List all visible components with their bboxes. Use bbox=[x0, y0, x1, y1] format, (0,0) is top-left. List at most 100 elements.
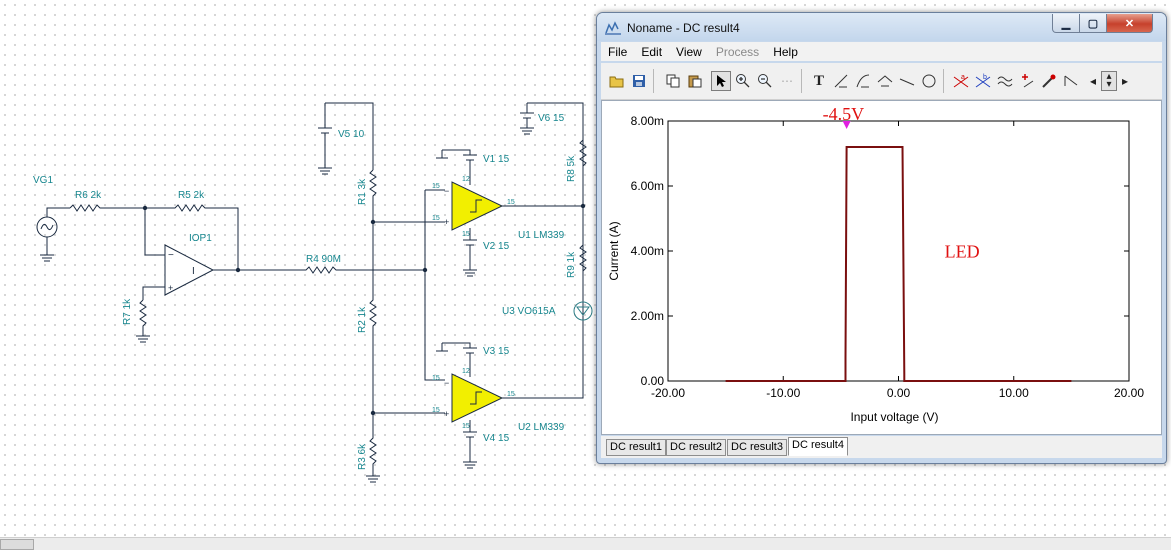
label-r4: R4 90M bbox=[306, 254, 341, 265]
menu-file[interactable]: File bbox=[608, 44, 628, 59]
cursor-a-icon: a bbox=[953, 74, 969, 88]
label-r9: R9 1k bbox=[566, 251, 577, 278]
minimize-button[interactable]: ▁ bbox=[1052, 14, 1080, 33]
svg-text:+: + bbox=[168, 283, 173, 293]
pin-label: 15 bbox=[432, 407, 440, 414]
pin-label: 15 bbox=[432, 375, 440, 382]
label-v6: V6 15 bbox=[538, 113, 565, 124]
pin-label: 15 bbox=[432, 215, 440, 222]
grid-icon: ⋯ bbox=[781, 74, 793, 88]
text-icon: T bbox=[813, 72, 824, 89]
scrollbar-thumb[interactable] bbox=[0, 539, 34, 550]
menu-help[interactable]: Help bbox=[773, 44, 798, 59]
line-icon bbox=[899, 78, 915, 86]
cursor-marker-icon[interactable] bbox=[842, 121, 851, 129]
op-amp-iop1-symbol bbox=[164, 244, 215, 296]
circle-button[interactable] bbox=[919, 71, 939, 91]
zoom-out-icon bbox=[758, 74, 772, 88]
y-tick-label: 6.00m bbox=[631, 179, 664, 193]
y-axis-label: Current (A) bbox=[607, 221, 621, 280]
nav-updown-icon: ▴▾ bbox=[1106, 71, 1112, 90]
marker-button[interactable] bbox=[1039, 71, 1059, 91]
svg-text:b: b bbox=[983, 74, 987, 81]
current-series-line bbox=[725, 146, 1072, 382]
label-v3: V3 15 bbox=[483, 346, 510, 357]
comparator-u2-symbol bbox=[451, 373, 504, 423]
nav-left-button[interactable]: ◂ bbox=[1087, 71, 1099, 91]
pin-label: 15 bbox=[507, 391, 515, 398]
comparator-u1-symbol bbox=[451, 181, 504, 231]
cursor-b-button[interactable]: b bbox=[973, 71, 993, 91]
wave-button[interactable] bbox=[995, 71, 1015, 91]
toolbar: ⋯ T a b ◂ ▴▾ ▸ bbox=[601, 63, 1162, 100]
minimize-icon: ▁ bbox=[1061, 17, 1071, 30]
copy-button[interactable] bbox=[663, 71, 683, 91]
zoom-in-button[interactable] bbox=[733, 71, 753, 91]
curve-edit-button[interactable] bbox=[853, 71, 873, 91]
menu-edit[interactable]: Edit bbox=[641, 44, 663, 59]
x-tick-label: 20.00 bbox=[1114, 386, 1144, 400]
menu-process: Process bbox=[715, 44, 760, 59]
nav-updown-button[interactable]: ▴▾ bbox=[1101, 71, 1117, 91]
annotation-led: LED bbox=[945, 242, 980, 262]
open-icon bbox=[609, 76, 624, 88]
annotation-threshold: -4.5V bbox=[823, 104, 865, 124]
fit-button[interactable] bbox=[875, 71, 895, 91]
horizontal-scrollbar[interactable] bbox=[0, 537, 1171, 550]
maximize-button[interactable]: ▢ bbox=[1079, 14, 1107, 33]
probe-button[interactable] bbox=[1017, 71, 1037, 91]
label-r1: R1 3k bbox=[357, 178, 368, 205]
label-r5: R5 2k bbox=[178, 190, 205, 201]
grid-button[interactable]: ⋯ bbox=[777, 71, 797, 91]
label-r3: R3 6k bbox=[357, 443, 368, 470]
label-r2: R2 1k bbox=[357, 306, 368, 333]
result-tabs: DC result1 DC result2 DC result3 DC resu… bbox=[601, 436, 1162, 458]
title-bar[interactable]: Noname - DC result4 ▁ ▢ ✕ bbox=[597, 13, 1166, 41]
angle-button[interactable] bbox=[1061, 71, 1081, 91]
label-v2: V2 15 bbox=[483, 241, 510, 252]
line-button[interactable] bbox=[897, 71, 917, 91]
menu-view[interactable]: View bbox=[676, 44, 702, 59]
open-button[interactable] bbox=[607, 71, 627, 91]
y-tick-label: 2.00m bbox=[631, 309, 664, 323]
curve-button[interactable] bbox=[831, 71, 851, 91]
paste-button[interactable] bbox=[685, 71, 705, 91]
svg-text:−: − bbox=[444, 378, 449, 388]
svg-text:−: − bbox=[444, 186, 449, 196]
cursor-a-button[interactable]: a bbox=[951, 71, 971, 91]
label-iop1: IOP1 bbox=[189, 233, 212, 244]
save-icon bbox=[633, 75, 645, 87]
label-v5: V5 10 bbox=[338, 129, 365, 140]
tab-dc-result2[interactable]: DC result2 bbox=[666, 439, 726, 456]
tab-dc-result1[interactable]: DC result1 bbox=[606, 439, 666, 456]
zoom-in-icon bbox=[736, 74, 750, 88]
nav-right-button[interactable]: ▸ bbox=[1119, 71, 1131, 91]
close-button[interactable]: ✕ bbox=[1106, 14, 1153, 33]
menu-bar: File Edit View Process Help bbox=[601, 42, 1162, 61]
fit-icon bbox=[877, 75, 893, 87]
tab-dc-result4[interactable]: DC result4 bbox=[788, 437, 848, 456]
save-button[interactable] bbox=[629, 71, 649, 91]
x-tick-label: 0.00 bbox=[887, 386, 911, 400]
label-v4: V4 15 bbox=[483, 433, 510, 444]
label-u3: U3 VO615A bbox=[502, 306, 556, 317]
pin-label: 15 bbox=[462, 231, 470, 238]
probe-icon bbox=[1022, 74, 1034, 88]
label-v1: V1 15 bbox=[483, 154, 510, 165]
plot-frame bbox=[667, 120, 1130, 382]
pin-label: 15 bbox=[462, 423, 470, 430]
text-button[interactable]: T bbox=[809, 71, 829, 91]
pin-label: 12 bbox=[462, 368, 470, 375]
zoom-out-button[interactable] bbox=[755, 71, 775, 91]
window-title: Noname - DC result4 bbox=[627, 21, 740, 35]
angle-icon bbox=[1064, 75, 1078, 86]
svg-text:a: a bbox=[961, 74, 965, 81]
dc-result-window: Noname - DC result4 ▁ ▢ ✕ File Edit View… bbox=[596, 12, 1167, 464]
app-icon bbox=[605, 21, 621, 35]
pointer-button[interactable] bbox=[711, 71, 731, 91]
marker-icon bbox=[1042, 74, 1056, 88]
tab-dc-result3[interactable]: DC result3 bbox=[727, 439, 787, 456]
nav-left-icon: ◂ bbox=[1089, 74, 1097, 88]
